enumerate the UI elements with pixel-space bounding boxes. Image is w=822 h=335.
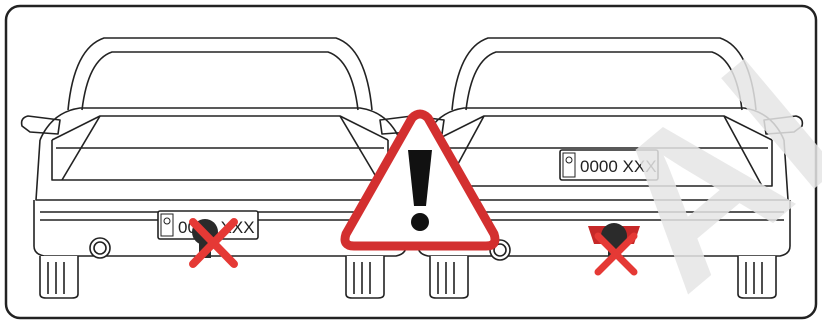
right-license-plate: 0000 XXX	[560, 150, 658, 180]
illustration-svg: 0000 XXX	[0, 0, 822, 324]
left-car	[22, 38, 419, 298]
right-plate-text: 0000 XXX	[580, 157, 657, 176]
towbar-plate-warning-illustration: AL	[0, 0, 822, 324]
